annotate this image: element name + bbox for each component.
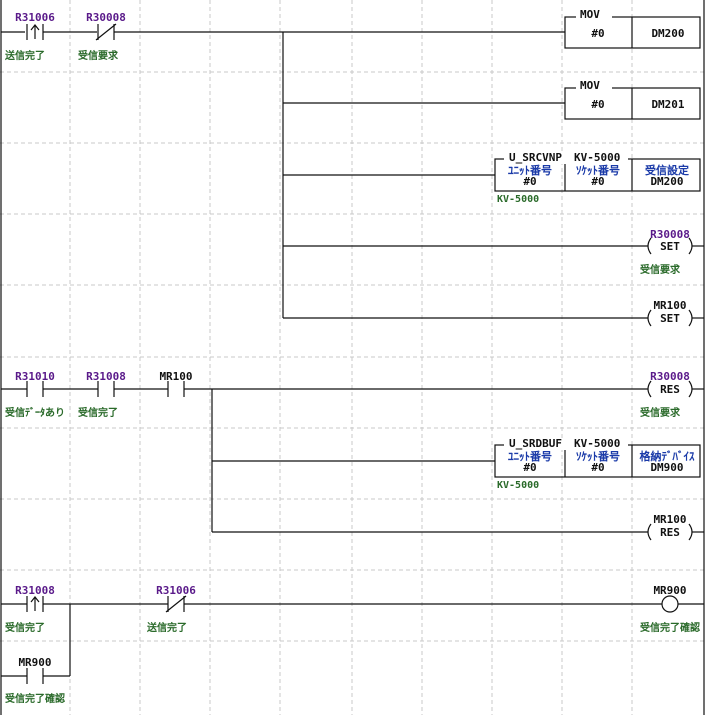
contact-device: MR100 [159, 370, 192, 383]
func-module: KV-5000 [574, 151, 620, 164]
set-coil-mr100[interactable]: MR100 SET [647, 299, 693, 327]
contact-comment: 受信要求 [78, 49, 119, 62]
coil-comment: 受信要求 [640, 406, 681, 419]
coil-op: RES [660, 526, 680, 539]
coil-op: SET [660, 312, 680, 325]
set-coil-r30008[interactable]: R30008 SET 受信要求 [640, 228, 693, 276]
coil-device: R30008 [650, 370, 690, 383]
coil-device: MR900 [653, 584, 686, 597]
output-coil-mr900[interactable]: MR900 受信完了確認 [640, 584, 700, 634]
func-param-label: ﾕﾆｯﾄ番号 [508, 163, 552, 177]
func-under-comment: KV-5000 [497, 480, 539, 491]
function-block-u-srdbuf[interactable]: U_SRDBUF KV-5000 ﾕﾆｯﾄ番号 #0 ｿｹｯﾄ番号 #0 格納ﾃ… [494, 437, 701, 491]
mov-instruction-2[interactable]: MOV #0 DM201 [564, 79, 701, 120]
rung-2: R31010 受信ﾃﾞｰﾀあり R31008 受信完了 MR100 R30008… [1, 370, 704, 541]
contact-r31006-nc[interactable]: R31006 送信完了 [146, 584, 196, 634]
contact-r31008-rising[interactable]: R31008 受信完了 [5, 584, 55, 634]
contact-r31006[interactable]: R31006 送信完了 [4, 11, 55, 62]
func-param-label: ﾕﾆｯﾄ番号 [508, 449, 552, 463]
contact-device: R31006 [156, 584, 196, 597]
contact-comment: 受信完了 [5, 621, 45, 634]
contact-comment: 送信完了 [146, 621, 187, 634]
func-param-value: DM900 [650, 461, 683, 474]
contact-device: R30008 [86, 11, 126, 24]
contact-mr900[interactable]: MR900 受信完了確認 [5, 656, 65, 705]
coil-op: RES [660, 383, 680, 396]
function-block-u-srcvnp[interactable]: U_SRCVNP KV-5000 ﾕﾆｯﾄ番号 #0 ｿｹｯﾄ番号 #0 受信設… [494, 151, 701, 205]
coil-device: MR100 [653, 513, 686, 526]
mov-dst: DM201 [651, 98, 684, 111]
mov-op: MOV [580, 79, 600, 92]
contact-device: R31006 [15, 11, 55, 24]
contact-device: R31008 [86, 370, 126, 383]
contact-r31008[interactable]: R31008 受信完了 [78, 370, 126, 419]
mov-src: #0 [591, 27, 604, 40]
contact-device: R31010 [15, 370, 55, 383]
func-param-label: ｿｹｯﾄ番号 [576, 449, 620, 463]
contact-comment: 受信ﾃﾞｰﾀあり [5, 406, 65, 419]
func-param-label: 受信設定 [645, 163, 689, 177]
coil-op: SET [660, 240, 680, 253]
func-param-value: #0 [523, 461, 536, 474]
func-name: U_SRDBUF [509, 437, 562, 450]
func-param-value: #0 [523, 175, 536, 188]
contact-comment: 受信完了 [78, 406, 118, 419]
contact-r31010[interactable]: R31010 受信ﾃﾞｰﾀあり [5, 370, 65, 419]
contact-r30008-nc[interactable]: R30008 受信要求 [78, 11, 126, 62]
contact-mr100[interactable]: MR100 [159, 370, 193, 397]
coil-comment: 受信要求 [640, 263, 681, 276]
contact-comment: 受信完了確認 [5, 692, 65, 705]
mov-dst: DM200 [651, 27, 684, 40]
res-coil-r30008[interactable]: R30008 RES 受信要求 [640, 370, 693, 419]
func-param-label: ｿｹｯﾄ番号 [576, 163, 620, 177]
res-coil-mr100[interactable]: MR100 RES [647, 513, 693, 541]
func-name: U_SRCVNP [509, 151, 562, 164]
mov-instruction-1[interactable]: MOV #0 DM200 [564, 8, 701, 49]
func-param-value: #0 [591, 461, 604, 474]
coil-device: MR100 [653, 299, 686, 312]
coil-device: R30008 [650, 228, 690, 241]
rung-3: R31008 受信完了 R31006 送信完了 MR900 受信完了確認 [1, 584, 704, 705]
func-param-label: 格納ﾃﾞﾊﾞｲｽ [640, 449, 695, 463]
func-module: KV-5000 [574, 437, 620, 450]
contact-device: MR900 [18, 656, 51, 669]
coil-comment: 受信完了確認 [640, 621, 700, 634]
func-param-value: #0 [591, 175, 604, 188]
mov-op: MOV [580, 8, 600, 21]
contact-comment: 送信完了 [4, 49, 45, 62]
contact-device: R31008 [15, 584, 55, 597]
mov-src: #0 [591, 98, 604, 111]
rung-1: R31006 送信完了 R30008 受信要求 MOV #0 DM200 [1, 8, 704, 327]
func-param-value: DM200 [650, 175, 683, 188]
func-under-comment: KV-5000 [497, 194, 539, 205]
